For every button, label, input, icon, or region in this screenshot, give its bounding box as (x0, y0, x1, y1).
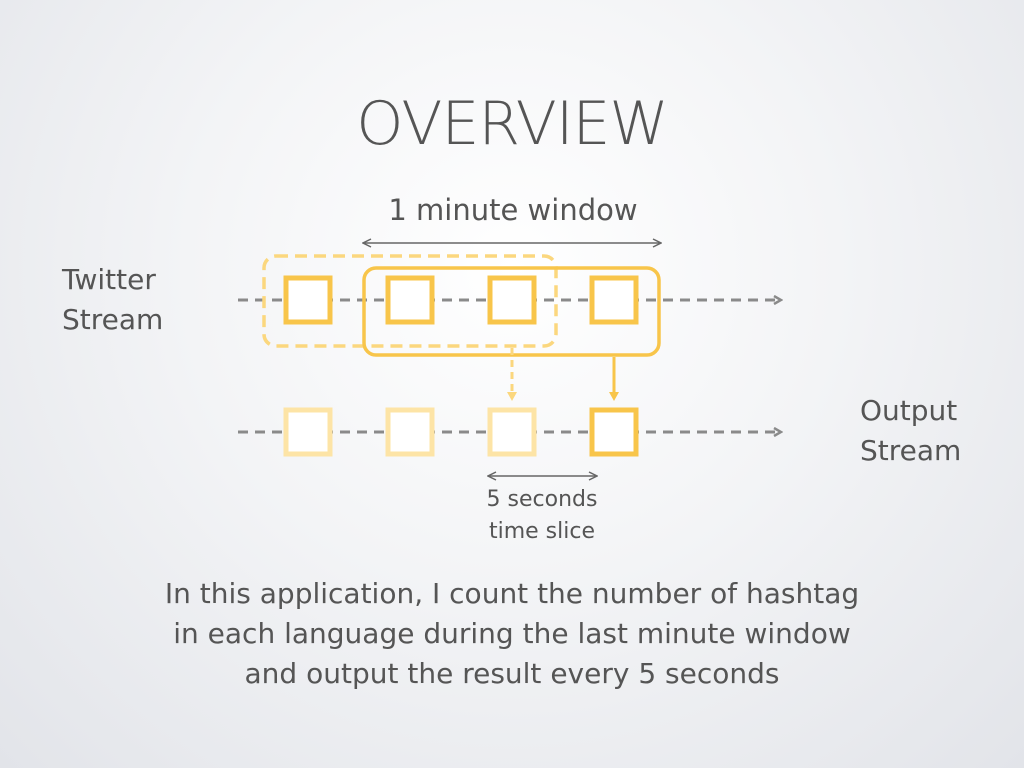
slide-title: OVERVIEW (356, 89, 669, 159)
time-slice-label-line-2: time slice (488, 519, 595, 544)
output-slice-3 (487, 407, 537, 457)
input-slice-3 (487, 275, 537, 325)
time-slice-label: 5 seconds time slice (442, 484, 642, 548)
output-slice-2 (385, 407, 435, 457)
input-stream-label-line-2: Stream (62, 303, 164, 336)
caption-line-2: in each language during the last minute … (173, 617, 851, 650)
output-slice-4 (589, 407, 639, 457)
output-stream-label-line-2: Stream (860, 434, 962, 467)
previous-window-frame (262, 254, 558, 348)
input-stream-label-line-1: Twitter (62, 263, 156, 296)
input-slice-4 (589, 275, 639, 325)
output-stream-label-line-1: Output (860, 394, 958, 427)
input-slice-2 (385, 275, 435, 325)
window-label: 1 minute window (388, 193, 638, 227)
caption-line-1: In this application, I count the number … (164, 577, 860, 610)
input-stream-label: Twitter Stream (62, 260, 163, 340)
slide-caption: In this application, I count the number … (0, 574, 1024, 694)
output-stream-label: Output Stream (860, 391, 961, 471)
caption-line-3: and output the result every 5 seconds (244, 657, 780, 690)
time-slice-label-line-1: 5 seconds (486, 487, 598, 512)
input-slice-1 (283, 275, 333, 325)
output-slice-1 (283, 407, 333, 457)
